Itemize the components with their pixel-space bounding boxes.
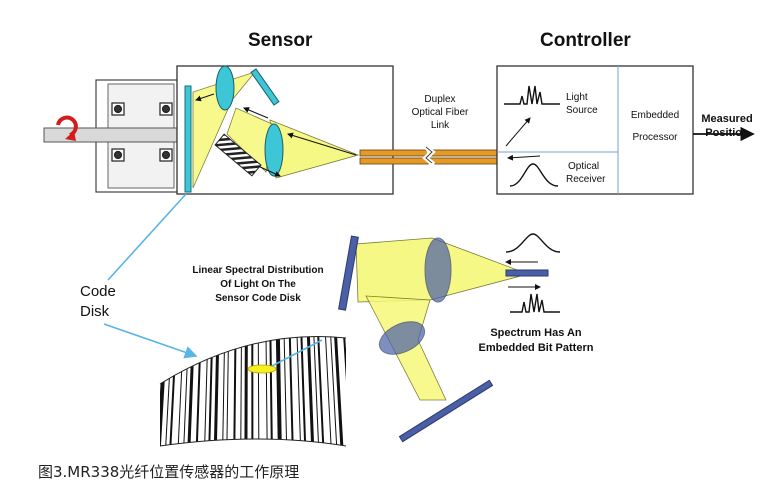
- barcode-stripe: [257, 336, 260, 446]
- bearing: [111, 102, 173, 162]
- internal-arrow: [505, 117, 531, 147]
- barcode-stripe: [306, 336, 315, 446]
- light-spot: [247, 364, 277, 374]
- barcode-stripe: [312, 336, 320, 446]
- barcode-stripe: [150, 320, 160, 450]
- barcode-stripe: [366, 320, 377, 450]
- fiber-link-label: Link: [431, 120, 450, 131]
- barcode-stripe: [177, 336, 185, 446]
- barcode-stripe: [195, 336, 203, 446]
- measured-position-label: Measured: [701, 113, 752, 125]
- barcode-stripe: [137, 320, 147, 450]
- diffraction-grating: [214, 133, 262, 177]
- rotation-arrow-icon: [56, 115, 78, 141]
- pointer-line: [271, 339, 323, 367]
- barcode-stripe: [265, 336, 268, 446]
- spectrum-label: Embedded Bit Pattern: [479, 342, 594, 354]
- spectrum-label: Spectrum Has An: [490, 327, 582, 339]
- barcode-stripe: [125, 320, 136, 450]
- barcode-stripe: [233, 336, 237, 446]
- barcode-stripe: [119, 320, 132, 450]
- barcode-stripe: [351, 320, 363, 450]
- processor-label: Processor: [632, 132, 678, 143]
- sensor-heading: Sensor: [248, 30, 313, 51]
- code-disk-edge: [184, 85, 192, 193]
- barcode-stripe: [333, 336, 344, 446]
- lens: [264, 123, 284, 177]
- pointer-line: [103, 323, 198, 359]
- barcode-stripe: [316, 336, 325, 446]
- barcode-stripe: [251, 336, 254, 446]
- barcode-stripe: [244, 336, 248, 446]
- barcode-stripe: [222, 336, 226, 446]
- detail-optics: [338, 235, 549, 443]
- fiber-link-label: Optical Fiber: [412, 107, 469, 118]
- barcode-stripe: [329, 336, 338, 446]
- light-source-label: Source: [566, 105, 598, 116]
- internal-arrow: [507, 154, 541, 161]
- processor-label: Embedded: [631, 110, 679, 121]
- distribution-label: Sensor Code Disk: [215, 293, 301, 304]
- receiver-spectrum-icon: [509, 163, 559, 187]
- optical-receiver-label: Optical: [568, 161, 599, 172]
- code-disk-barcode: [119, 320, 377, 450]
- light-source-label: Light: [566, 92, 588, 103]
- barcode-stripe: [296, 336, 302, 446]
- barcode-stripe: [204, 336, 209, 446]
- barcode-stripe: [269, 336, 273, 446]
- barcode-stripe: [275, 336, 282, 446]
- beam-direction-arrows: [195, 93, 357, 177]
- barcode-stripe: [283, 336, 288, 446]
- pointer-line: [107, 193, 187, 281]
- fiber-link-label: Duplex: [424, 94, 455, 105]
- code-disk-label: Code: [80, 283, 116, 300]
- barcode-stripe: [240, 336, 243, 446]
- optical-receiver-label: Receiver: [566, 174, 606, 185]
- barcode-stripe: [324, 336, 332, 446]
- encoder-housing: [43, 79, 200, 193]
- barcode-stripe: [359, 320, 370, 450]
- controller-heading: Controller: [540, 30, 631, 51]
- barcode-stripe: [347, 320, 357, 450]
- figure-caption: 图3.MR338光纤位置传感器的工作原理: [38, 463, 300, 481]
- mirror: [250, 68, 280, 106]
- distribution-label: Of Light On The: [220, 279, 296, 290]
- barcode-stripe: [169, 336, 178, 446]
- code-disk-label: Disk: [80, 303, 110, 320]
- detail-spectrum-icons: [505, 233, 561, 313]
- lens: [215, 65, 235, 111]
- measured-position-label: Position: [705, 127, 749, 139]
- barcode-stripe: [208, 336, 214, 446]
- barcode-stripe: [299, 336, 307, 446]
- barcode-stripe: [213, 336, 220, 446]
- light-source-spectrum-icon: [504, 85, 560, 105]
- barcode-stripe: [288, 336, 294, 446]
- distribution-label: Linear Spectral Distribution: [192, 265, 323, 276]
- barcode-stripe: [226, 336, 230, 446]
- barcode-stripe: [342, 336, 346, 446]
- barcode-stripe: [187, 336, 196, 446]
- barcode-stripe: [129, 320, 142, 450]
